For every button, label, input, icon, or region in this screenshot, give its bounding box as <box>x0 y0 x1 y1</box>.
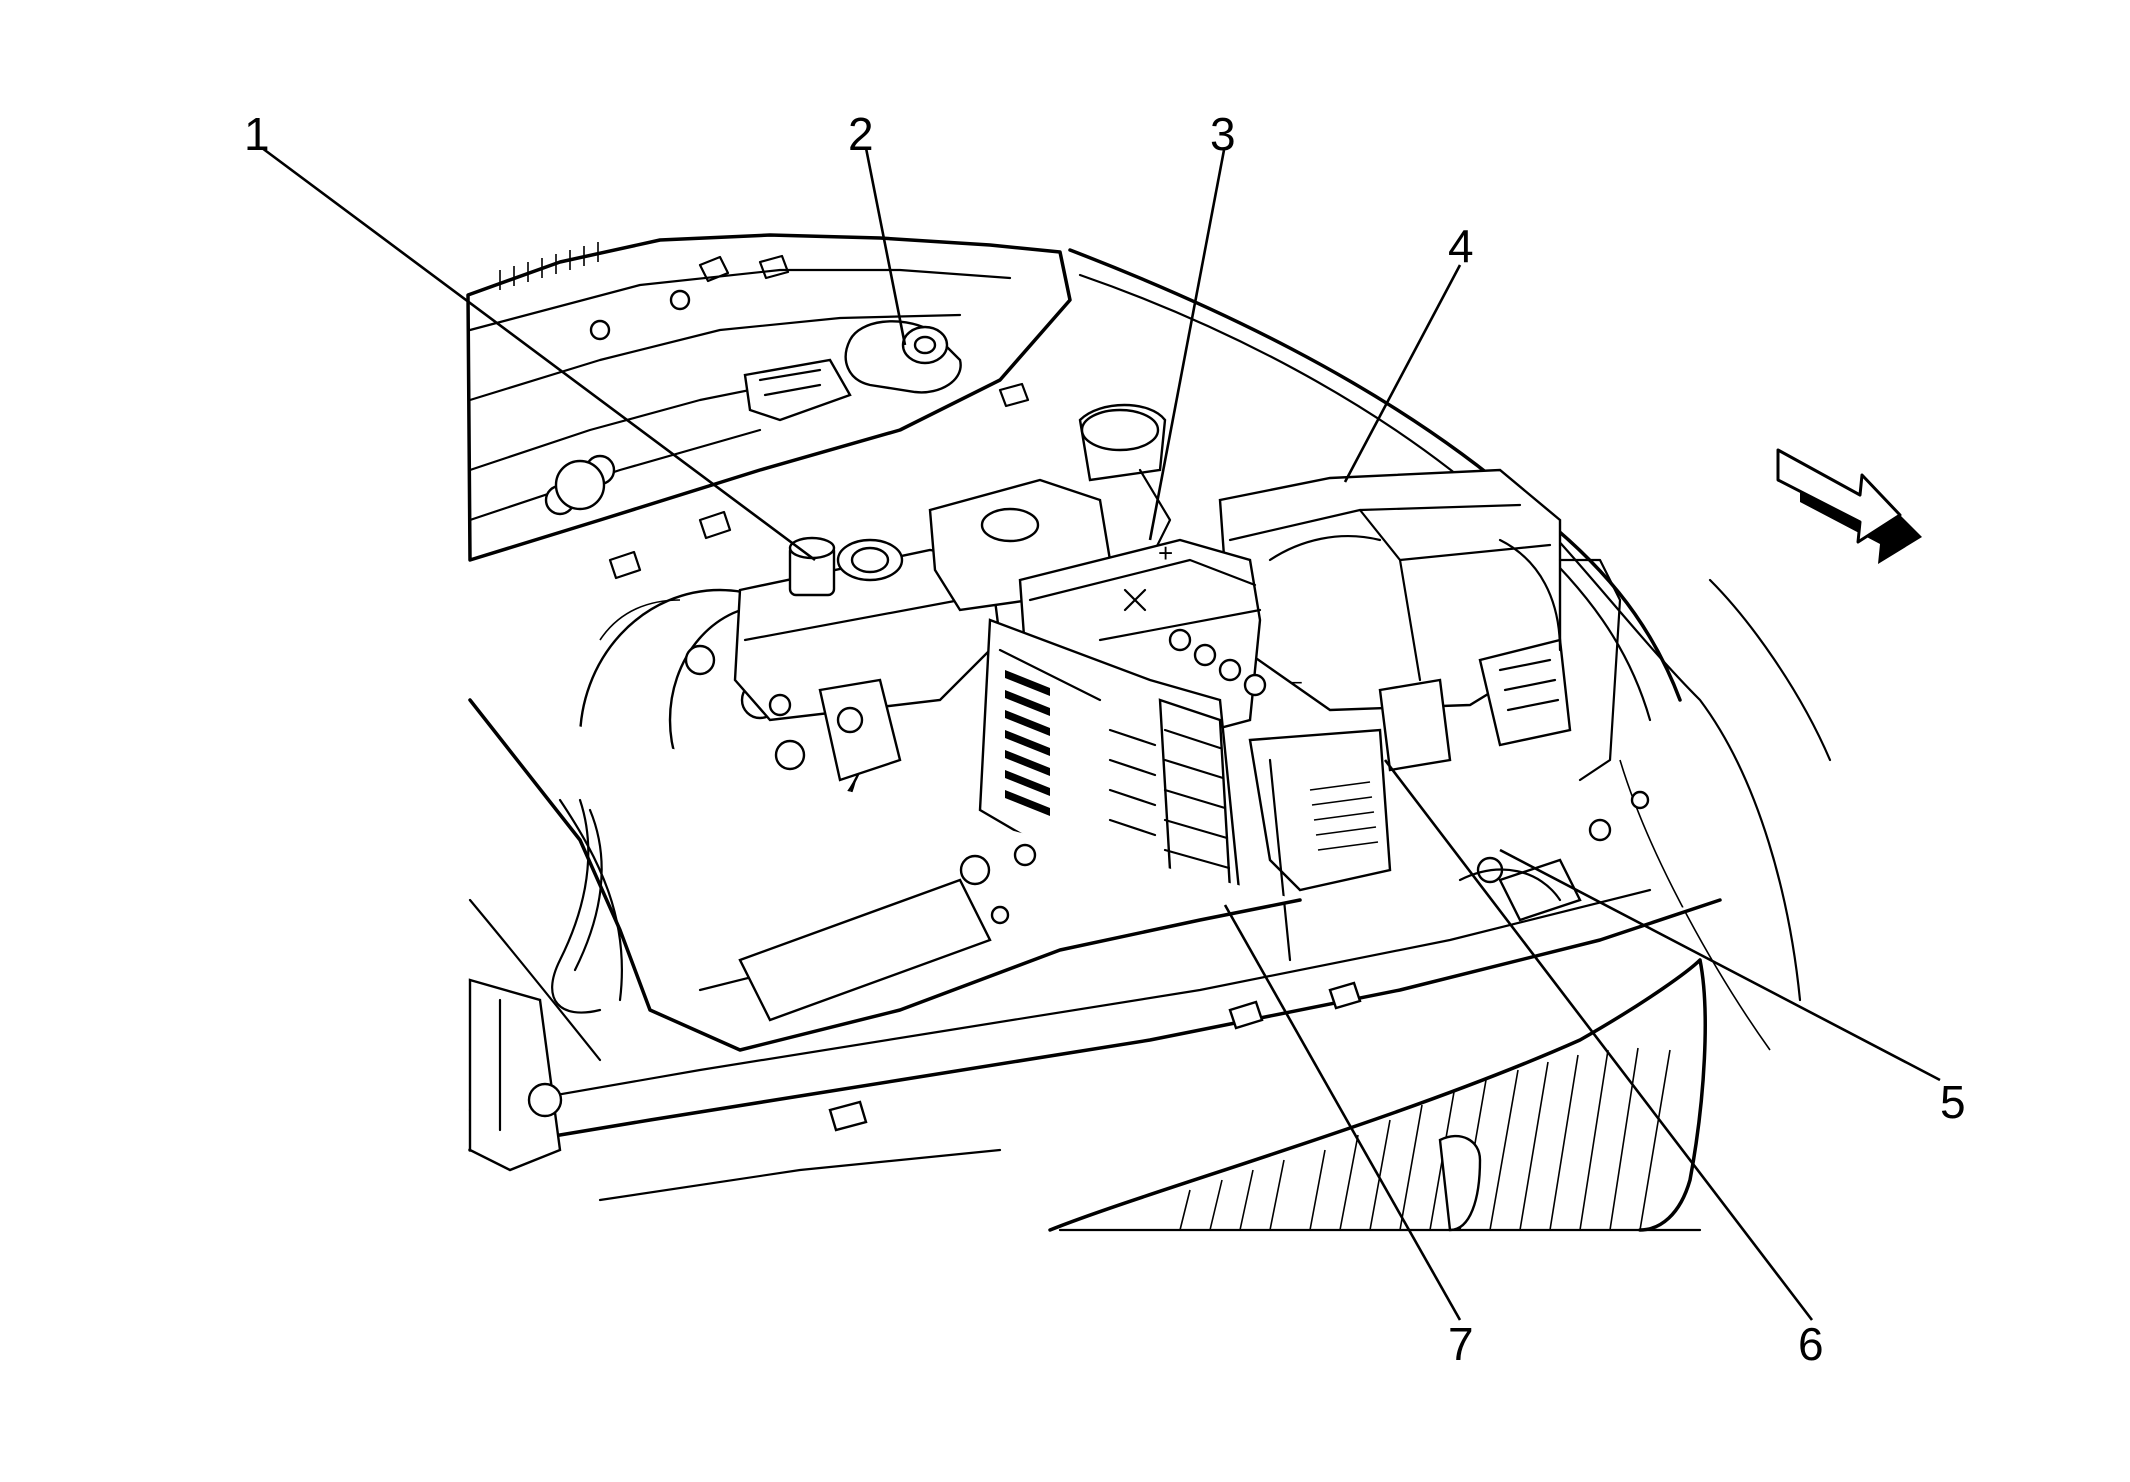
callout-5: 5 <box>1940 1076 1966 1128</box>
callout-1: 1 <box>244 108 270 160</box>
brake-fluid-reservoir <box>733 536 1002 782</box>
wiper-motor <box>743 320 962 422</box>
leader-line-1 <box>261 146 816 562</box>
leader-line-4 <box>1343 264 1462 483</box>
front-of-vehicle-arrow-icon <box>1776 448 1922 564</box>
front-grille <box>1048 958 1707 1232</box>
leader-line-2 <box>864 147 907 346</box>
underhood-fuse-block <box>1218 468 1622 782</box>
callout-2: 2 <box>848 108 874 160</box>
leader-lines <box>261 146 1941 1321</box>
callout-4: 4 <box>1448 220 1474 272</box>
leader-line-3 <box>1148 149 1226 541</box>
callout-7: 7 <box>1448 1318 1474 1370</box>
leader-line-6 <box>1383 759 1814 1321</box>
callout-3: 3 <box>1210 108 1236 160</box>
leader-line-7 <box>1223 904 1462 1321</box>
battery-positive-symbol: + <box>1158 538 1173 568</box>
callout-labels: 1 2 3 4 5 6 7 <box>244 108 1966 1370</box>
callout-6: 6 <box>1798 1318 1824 1370</box>
leader-line-5 <box>1499 848 1941 1082</box>
ecm-heat-sink-fins <box>1005 670 1050 816</box>
engine-compartment-illustration: + − <box>466 233 1832 1232</box>
radiator-support <box>468 790 1722 1202</box>
battery-negative-symbol: − <box>1290 670 1303 695</box>
cowl-panel <box>466 233 1072 580</box>
wheel-well-and-strut-tower <box>468 698 1302 1062</box>
